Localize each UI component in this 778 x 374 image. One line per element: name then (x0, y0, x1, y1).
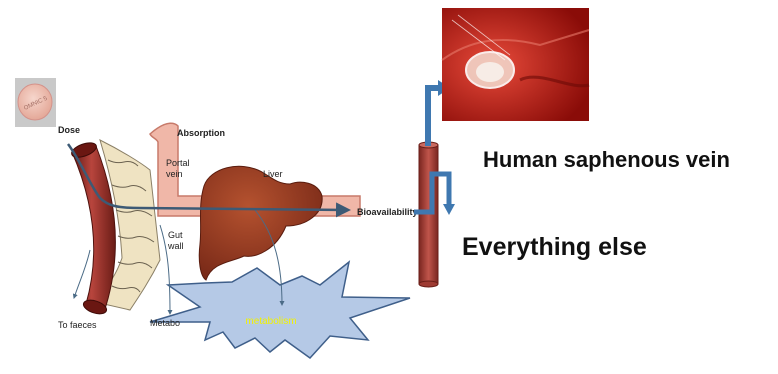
dose-label: Dose (58, 125, 80, 135)
everything-else-label: Everything else (462, 233, 647, 262)
gut-wall-label-1: Gut (168, 230, 183, 240)
human-saphenous-vein-label: Human saphenous vein (483, 147, 730, 173)
saphenous-vein-photo (442, 8, 589, 121)
pill-image: OMNIC 5 (15, 78, 56, 127)
faeces-arrow (74, 250, 90, 298)
portal-vein-label-1: Portal (166, 158, 190, 168)
vein-connector-arrow (428, 88, 440, 146)
liver (199, 166, 322, 280)
else-connector-head (443, 204, 455, 215)
gut-wall-label-2: wall (167, 241, 184, 251)
bioavailability-label: Bioavailability (357, 207, 418, 217)
portal-vein-label-2: vein (166, 169, 183, 179)
metabolism-burst (150, 262, 410, 358)
liver-label: Liver (263, 169, 283, 179)
metabolism-partial-label: Metabo (150, 318, 180, 328)
to-faeces-label: To faeces (58, 320, 97, 330)
absorption-label: Absorption (177, 128, 225, 138)
metabolism-burst-label: metabolism (245, 316, 296, 327)
